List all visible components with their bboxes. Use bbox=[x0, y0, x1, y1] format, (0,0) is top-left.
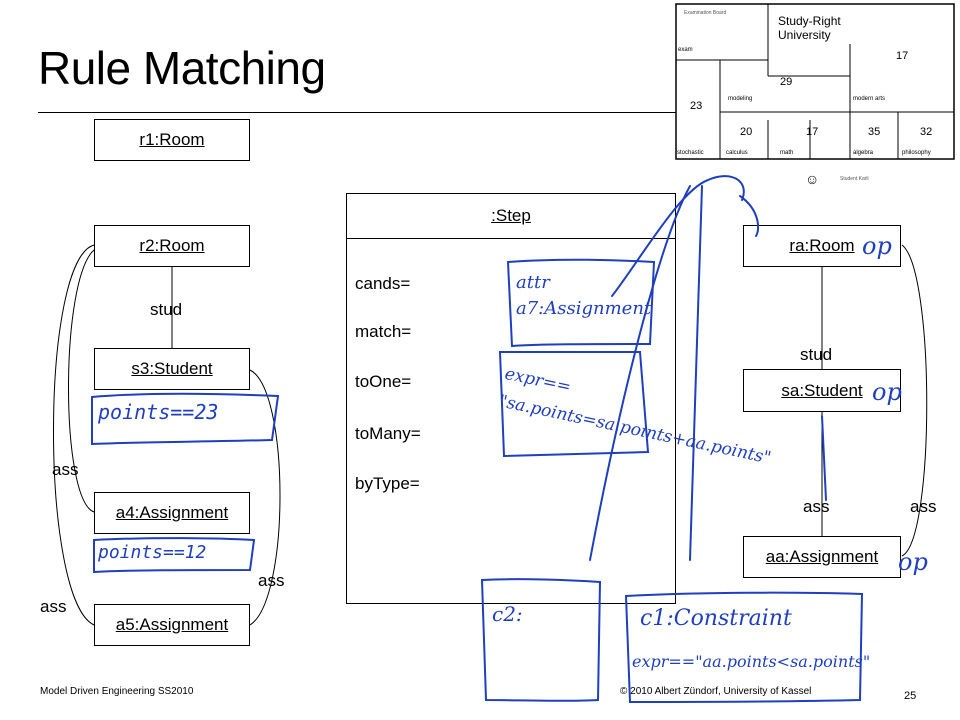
map-room-value: 32 bbox=[920, 126, 933, 138]
map-university: Study-Right University bbox=[778, 14, 841, 42]
ink-c1-constraint: c1:Constraint bbox=[640, 606, 792, 631]
map-room-value: 17 bbox=[806, 126, 819, 138]
step-attr-toone: toOne= bbox=[355, 372, 412, 391]
aa-assignment-object[interactable]: aa:Assignment bbox=[743, 536, 901, 578]
map-room-name: math bbox=[780, 150, 794, 156]
step-attr-cands: cands= bbox=[355, 274, 411, 293]
s3-student-object[interactable]: s3:Student bbox=[94, 348, 250, 390]
right-ass-label-left-diagram: ass bbox=[258, 571, 285, 590]
smiley-icon: ☺ bbox=[805, 171, 820, 187]
bottom-ass-label: ass bbox=[40, 597, 67, 616]
right-ass-label-inner: ass bbox=[803, 497, 830, 516]
map-room-value: 20 bbox=[740, 126, 753, 138]
map-examination-board: Examination Board bbox=[684, 10, 727, 16]
page-number: 25 bbox=[904, 690, 917, 702]
ink-attr-assignment: attr a7:Assignment bbox=[516, 272, 652, 319]
right-ass-label-outer: ass bbox=[910, 497, 937, 516]
right-stud-label: stud bbox=[800, 345, 833, 364]
ink-c2: c2: bbox=[492, 602, 523, 626]
map-room-name: modeling bbox=[728, 96, 753, 102]
map-room-value: 35 bbox=[868, 126, 881, 138]
map-room-value: 23 bbox=[690, 100, 703, 112]
ink-points-23: points==23 bbox=[98, 400, 219, 424]
step-header: :Step bbox=[347, 194, 675, 239]
footer-copyright: © 2010 Albert Zündorf, University of Kas… bbox=[620, 686, 812, 697]
step-attr-bytype: byType= bbox=[355, 474, 420, 493]
map-room-name: stochastic bbox=[677, 150, 704, 156]
sa-student-object[interactable]: sa:Student bbox=[743, 369, 901, 412]
map-room-value: 17 bbox=[896, 50, 909, 62]
ink-op-aa: op bbox=[898, 548, 928, 576]
r1-room-object[interactable]: r1:Room bbox=[94, 119, 250, 161]
left-ass-label: ass bbox=[52, 460, 79, 479]
map-room-name: modern arts bbox=[853, 96, 886, 102]
map-room-name: calculus bbox=[726, 150, 748, 156]
map-room-name: philosophy bbox=[902, 150, 931, 156]
map-exam: exam bbox=[678, 47, 693, 53]
left-stud-label: stud bbox=[150, 300, 183, 319]
title-divider bbox=[38, 112, 698, 113]
step-attr-match: match= bbox=[355, 322, 412, 341]
ink-op-sa: op bbox=[872, 378, 902, 406]
a5-assignment-object[interactable]: a5:Assignment bbox=[94, 604, 250, 646]
map-student-karli: Student Karli bbox=[840, 176, 869, 182]
a4-assignment-object[interactable]: a4:Assignment bbox=[94, 492, 250, 534]
step-attr-tomany: toMany= bbox=[355, 424, 421, 443]
ink-expr-constraint: expr=="aa.points<sa.points" bbox=[632, 652, 871, 671]
ink-points-12: points==12 bbox=[98, 542, 207, 563]
map-room-value: 29 bbox=[780, 76, 793, 88]
ink-op-ra: op bbox=[862, 232, 892, 260]
page-title: Rule Matching bbox=[38, 42, 326, 94]
map-room-name: algebra bbox=[853, 150, 874, 156]
footer-course: Model Driven Engineering SS2010 bbox=[40, 686, 194, 697]
r2-room-object[interactable]: r2:Room bbox=[94, 225, 250, 267]
ra-room-object[interactable]: ra:Room bbox=[743, 225, 901, 267]
